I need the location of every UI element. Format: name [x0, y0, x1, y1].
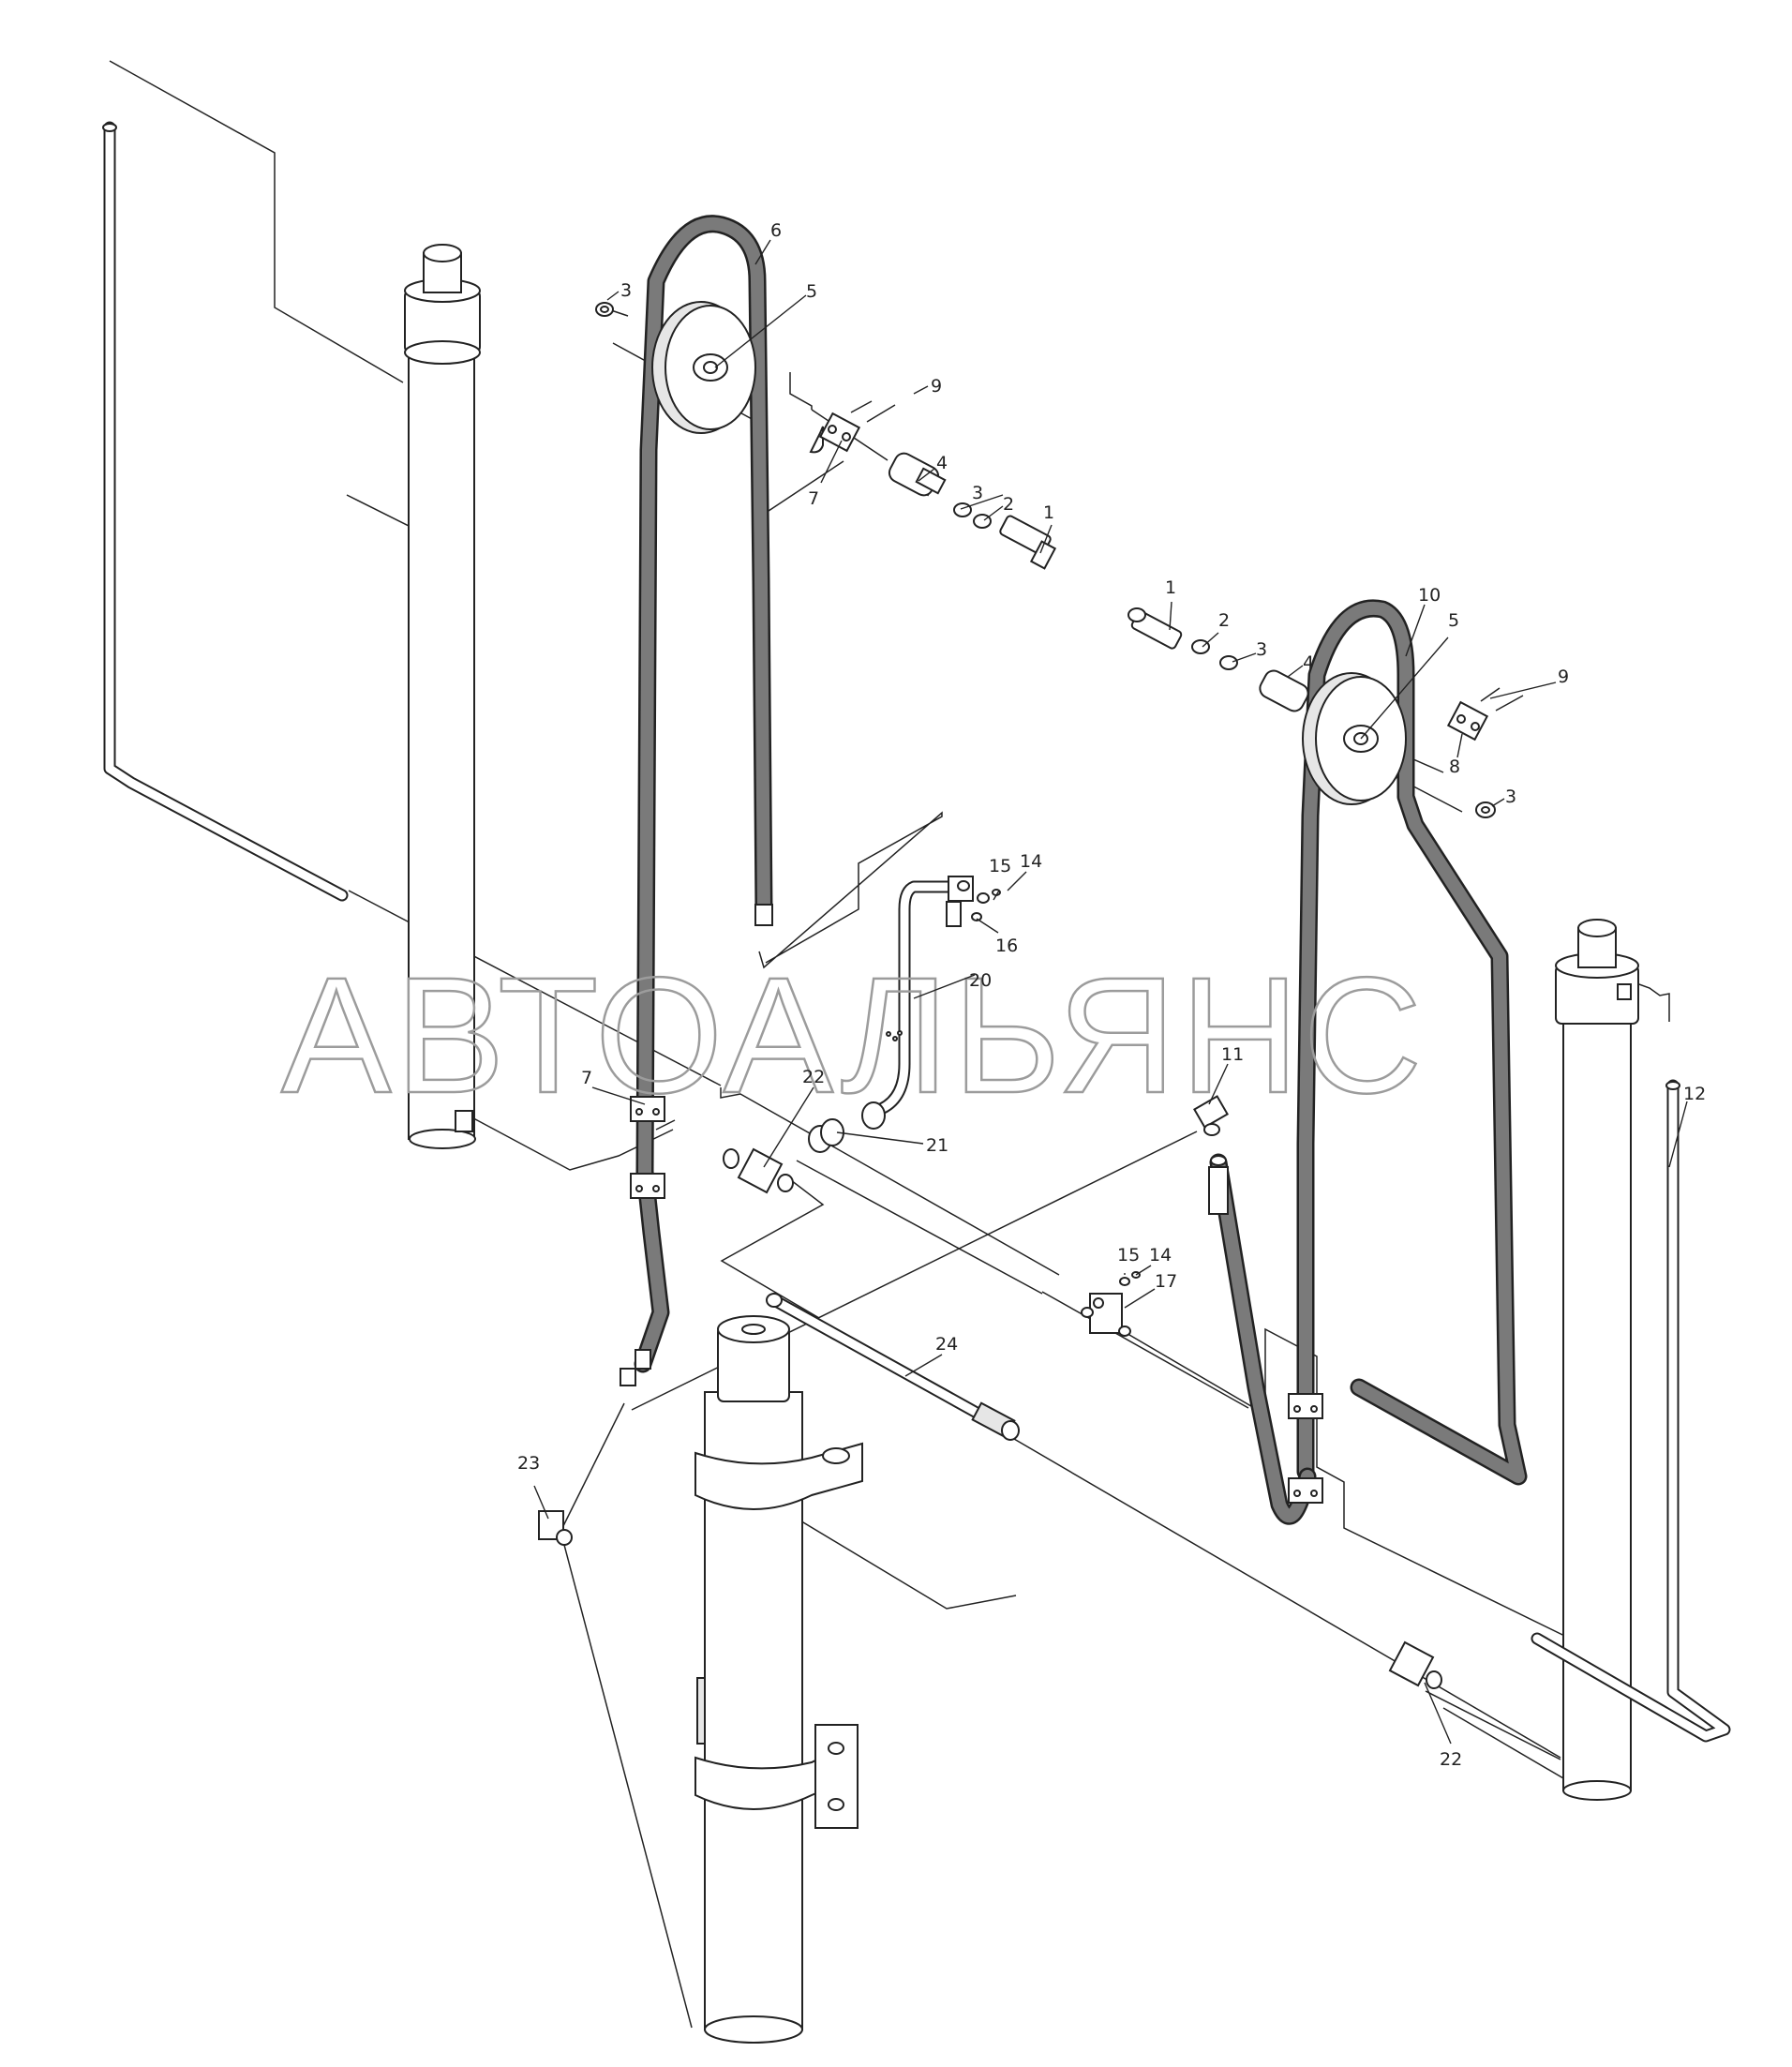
- watermark: АВТОАЛЬЯНС: [281, 944, 1426, 1128]
- assembly-lines: [109, 60, 1670, 2029]
- main-lift-cylinder: [694, 1315, 863, 2044]
- elbow-fitting-23: [538, 1510, 573, 1546]
- callout-4-right: 4: [1303, 652, 1314, 673]
- left-hose: [620, 215, 773, 1386]
- callout-16: 16: [995, 936, 1018, 956]
- hose-clamps: [630, 1096, 1323, 1504]
- left-pulley: [651, 301, 756, 434]
- left-return-tube: [102, 121, 349, 902]
- callout-leaders: [533, 239, 1688, 1745]
- left-lift-cylinder: [404, 244, 481, 1149]
- callout-1-right: 1: [1165, 577, 1176, 598]
- callout-15-upper: 15: [989, 856, 1011, 876]
- callout-7-lower: 7: [581, 1068, 592, 1088]
- callout-21: 21: [926, 1135, 948, 1156]
- callout-20: 20: [969, 970, 992, 991]
- callout-22-upper: 22: [802, 1067, 825, 1087]
- pipe-20-assembly: [808, 876, 1001, 1153]
- callout-12: 12: [1683, 1084, 1706, 1104]
- callout-23: 23: [517, 1453, 540, 1474]
- callout-15-lower: 15: [1117, 1245, 1140, 1266]
- callout-8: 8: [1449, 756, 1460, 777]
- callout-5-right: 5: [1448, 610, 1459, 631]
- callout-14-upper: 14: [1020, 851, 1042, 872]
- callout-11: 11: [1221, 1044, 1244, 1065]
- elbow-fitting-11: [1193, 1095, 1229, 1136]
- hose-24: [766, 1293, 1020, 1441]
- right-return-tube: [1531, 1079, 1731, 1743]
- callout-4-left: 4: [936, 453, 948, 473]
- callout-9-right: 9: [1558, 667, 1569, 687]
- callout-2-left: 2: [1003, 494, 1014, 515]
- callout-2-right: 2: [1218, 610, 1230, 631]
- valve-block-17: [1081, 1271, 1141, 1337]
- right-pulley-hardware: [1127, 607, 1524, 818]
- right-pulley: [1302, 672, 1407, 805]
- left-pulley-hardware: [595, 302, 1057, 570]
- callout-10: 10: [1418, 585, 1441, 606]
- callout-labels: 1 1 2 2 3 3 3 3 4 4 5 5 6 7 7 8 9 9 10 1…: [517, 220, 1706, 1770]
- callout-22-lower: 22: [1440, 1749, 1462, 1770]
- callout-3-left-washer: 3: [620, 280, 632, 301]
- callout-5-left: 5: [806, 281, 817, 302]
- callout-3-right-spacer: 3: [1256, 639, 1267, 660]
- callout-3-right-washer: 3: [1505, 786, 1516, 807]
- callout-7-upper: 7: [808, 488, 819, 509]
- callout-1-left: 1: [1043, 502, 1054, 523]
- callout-9-left: 9: [931, 376, 942, 397]
- callout-6: 6: [770, 220, 782, 241]
- tee-fittings-22: [723, 1147, 1442, 1689]
- callout-24: 24: [935, 1334, 958, 1355]
- callout-17: 17: [1155, 1271, 1177, 1292]
- callout-14-lower: 14: [1149, 1245, 1172, 1266]
- callout-3-left-spacer: 3: [972, 483, 983, 503]
